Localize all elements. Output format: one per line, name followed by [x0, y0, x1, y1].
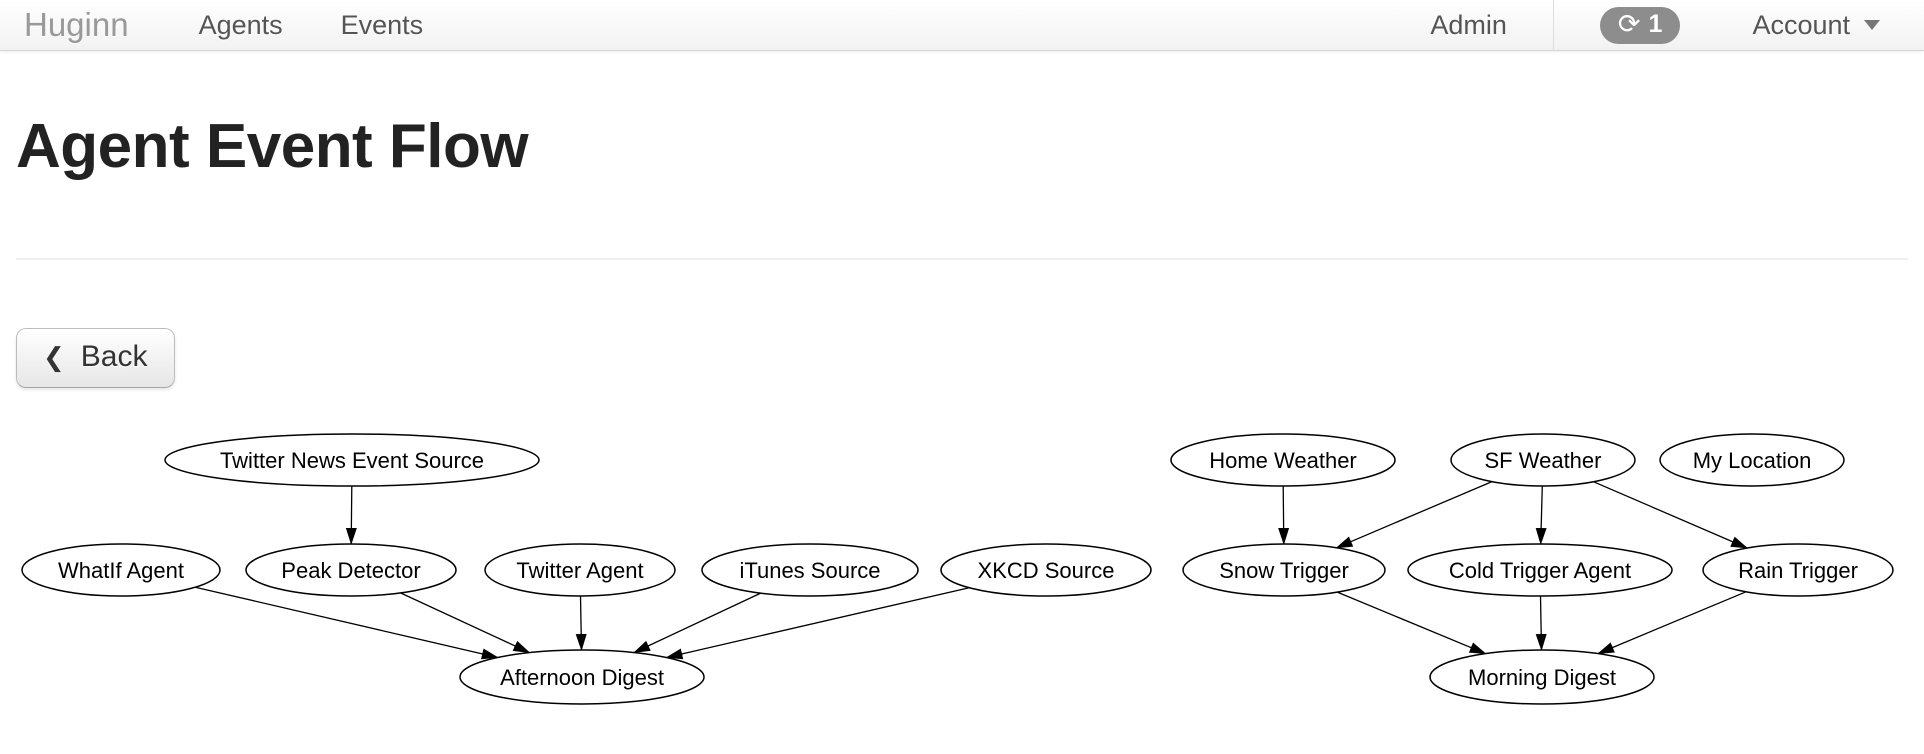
edge-home_weather-snow	[1278, 485, 1290, 545]
node-ellipse	[164, 433, 540, 487]
edge-xkcd-afternoon	[665, 587, 970, 660]
back-button[interactable]: ❮ Back	[16, 328, 175, 388]
node-label: Snow Trigger	[1219, 558, 1349, 583]
refresh-icon: ⟳	[1617, 8, 1641, 39]
graph-node-twitter_news: Twitter News Event Source	[164, 433, 540, 487]
brand-huginn[interactable]: Huginn	[24, 6, 129, 43]
graph-node-home_weather: Home Weather	[1170, 433, 1396, 487]
edge-sf_weather-rain	[1593, 481, 1749, 549]
graph-node-rain: Rain Trigger	[1702, 543, 1894, 597]
node-label: My Location	[1693, 448, 1812, 473]
account-label: Account	[1752, 9, 1850, 40]
node-ellipse	[484, 543, 676, 597]
node-label: Afternoon Digest	[500, 665, 664, 690]
navbar: Huginn Agents Events Admin ⟳ 1 Account	[0, 0, 1924, 51]
graph-node-afternoon: Afternoon Digest	[459, 649, 705, 705]
edge-sf_weather-cold	[1535, 485, 1547, 545]
event-count-badge[interactable]: ⟳ 1	[1599, 6, 1681, 44]
nav-agents[interactable]: Agents	[198, 9, 283, 40]
chevron-left-icon: ❮	[43, 341, 65, 372]
edge-rain-morning	[1597, 591, 1747, 655]
node-label: Twitter Agent	[516, 558, 643, 583]
graph-node-snow: Snow Trigger	[1182, 543, 1386, 597]
node-ellipse	[459, 649, 705, 705]
node-label: WhatIf Agent	[58, 558, 184, 583]
edge-twitter_agent-afternoon	[575, 595, 587, 651]
graph-node-whatif: WhatIf Agent	[21, 543, 221, 597]
node-ellipse	[1182, 543, 1386, 597]
node-label: XKCD Source	[978, 558, 1115, 583]
node-label: SF Weather	[1485, 448, 1602, 473]
node-ellipse	[1170, 433, 1396, 487]
edge-peak-afternoon	[400, 592, 531, 654]
event-count: 1	[1648, 9, 1663, 38]
edge-cold-morning	[1535, 595, 1547, 651]
main-content: Agent Event Flow ❮ Back	[0, 111, 1924, 388]
edge-whatif-afternoon	[195, 586, 499, 660]
title-divider	[16, 258, 1908, 260]
page-title: Agent Event Flow	[16, 112, 529, 181]
nav-admin[interactable]: Admin	[1430, 9, 1507, 40]
graph-node-xkcd: XKCD Source	[940, 543, 1152, 597]
node-label: Peak Detector	[281, 558, 420, 583]
graph-node-morning: Morning Digest	[1429, 649, 1655, 705]
navbar-divider	[1552, 0, 1554, 51]
node-ellipse	[245, 543, 457, 597]
nav-events[interactable]: Events	[340, 9, 424, 40]
node-ellipse	[1702, 543, 1894, 597]
node-label: Rain Trigger	[1738, 558, 1858, 583]
node-ellipse	[1429, 649, 1655, 705]
node-ellipse	[21, 543, 221, 597]
node-ellipse	[1407, 543, 1673, 597]
node-label: iTunes Source	[739, 558, 880, 583]
node-ellipse	[1659, 433, 1845, 487]
back-label: Back	[80, 340, 148, 373]
node-label: Morning Digest	[1468, 665, 1616, 690]
graph-node-my_location: My Location	[1659, 433, 1845, 487]
navbar-right: Admin ⟳ 1 Account	[1430, 0, 1924, 51]
node-label: Twitter News Event Source	[220, 448, 484, 473]
graph-node-twitter_agent: Twitter Agent	[484, 543, 676, 597]
node-ellipse	[701, 543, 919, 597]
node-label: Cold Trigger Agent	[1449, 558, 1631, 583]
graph-node-sf_weather: SF Weather	[1450, 433, 1636, 487]
caret-down-icon	[1864, 20, 1880, 30]
edge-snow-morning	[1337, 591, 1487, 655]
edge-twitter_news-peak	[345, 485, 357, 545]
node-ellipse	[940, 543, 1152, 597]
account-menu[interactable]: Account	[1752, 10, 1880, 41]
edge-sf_weather-snow	[1335, 481, 1493, 549]
graph-node-peak: Peak Detector	[245, 543, 457, 597]
node-label: Home Weather	[1209, 448, 1357, 473]
graph-node-itunes: iTunes Source	[701, 543, 919, 597]
edge-itunes-afternoon	[633, 592, 761, 654]
node-ellipse	[1450, 433, 1636, 487]
graph-node-cold: Cold Trigger Agent	[1407, 543, 1673, 597]
